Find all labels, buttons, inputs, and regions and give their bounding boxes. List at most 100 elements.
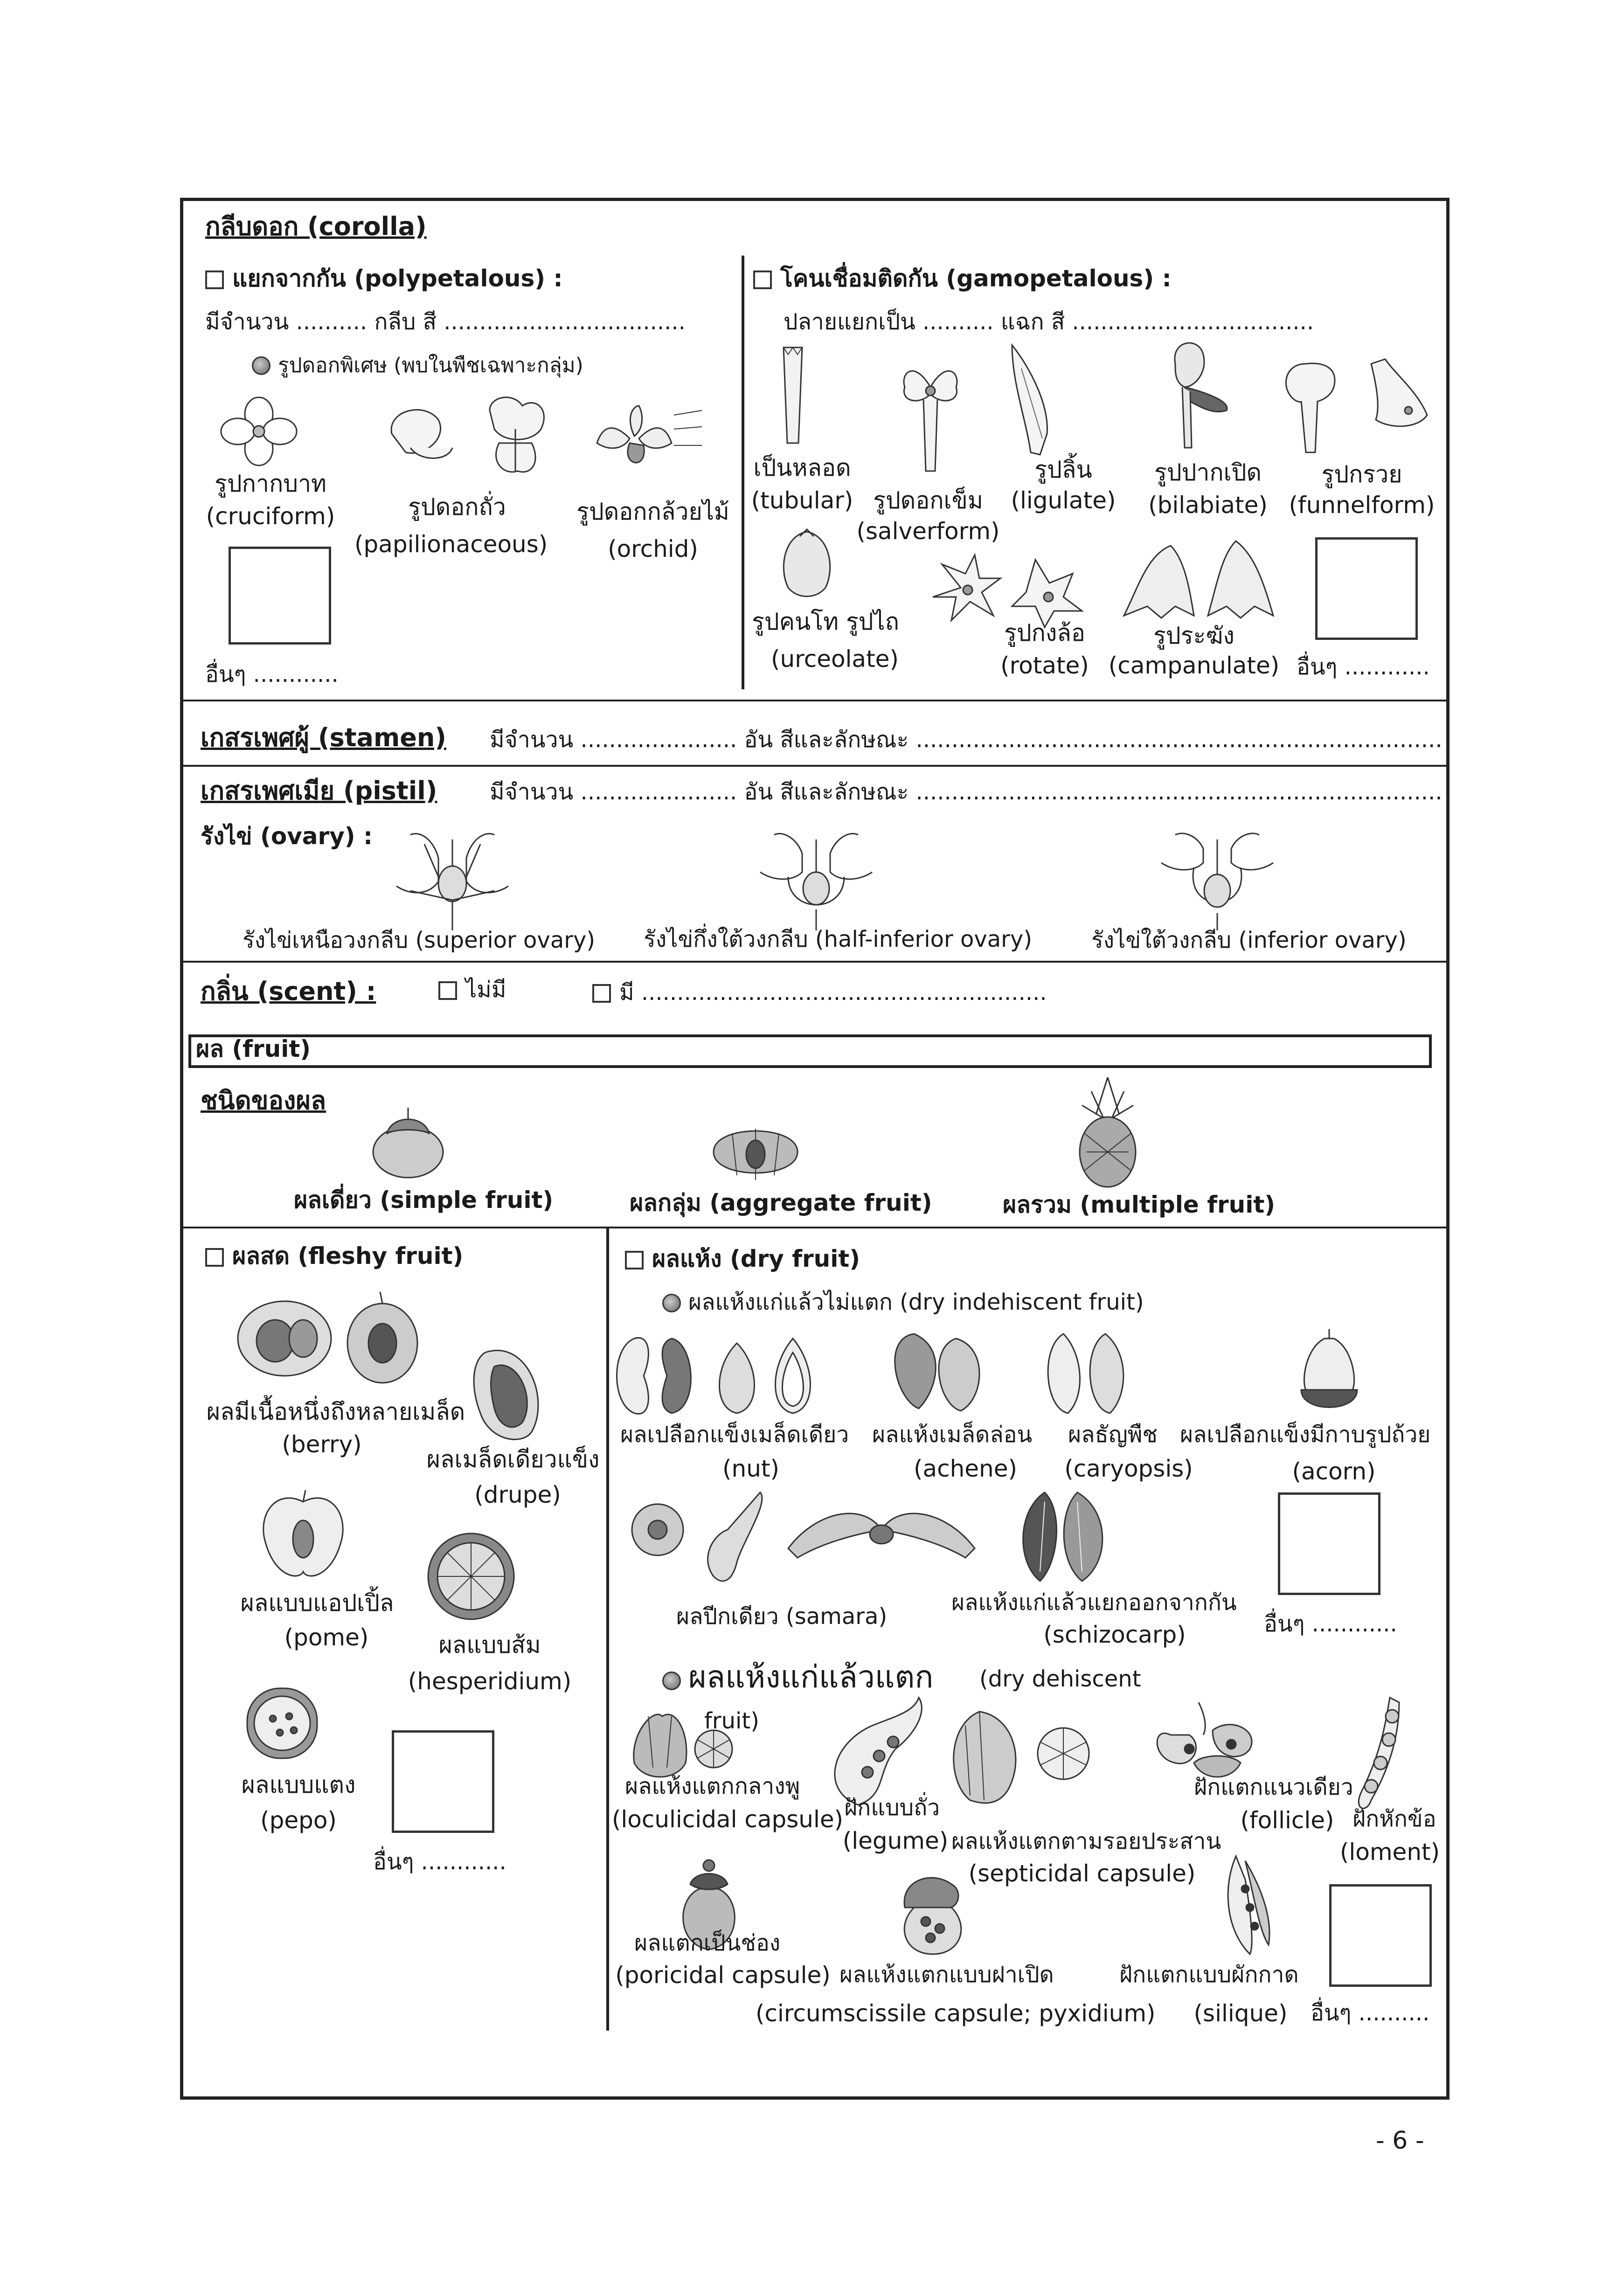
pistil-title: เกสรเพศเมีย (pistil) bbox=[201, 776, 437, 805]
drupe-illustration bbox=[471, 1343, 550, 1446]
aggregate-fruit-illustration bbox=[704, 1110, 807, 1189]
samara-illustration bbox=[620, 1483, 984, 1595]
pome-illustration bbox=[257, 1488, 350, 1581]
pome-label-th: ผลแบบแอปเปิ้ล bbox=[240, 1589, 394, 1616]
superior-ovary-illustration bbox=[392, 825, 513, 933]
indehiscent-other-drawing-box[interactable] bbox=[1278, 1492, 1380, 1595]
fruit-title: ผล (fruit) bbox=[196, 1035, 311, 1062]
rotate-label-en: (rotate) bbox=[1000, 652, 1089, 679]
papilionaceous-label-en: (papilionaceous) bbox=[354, 531, 548, 558]
fleshy-fruit-checkbox[interactable] bbox=[205, 1248, 224, 1267]
dehiscent-fruits-illustration bbox=[625, 1698, 1436, 1819]
indehiscent-other-label: อื่นๆ ............ bbox=[1264, 1611, 1397, 1637]
inferior-ovary-illustration bbox=[1157, 825, 1278, 933]
fleshy-other-drawing-box[interactable] bbox=[392, 1730, 494, 1833]
polypetalous-checkbox[interactable] bbox=[205, 271, 224, 289]
polypetalous-count-line: มีจำนวน .......... กลีบ สี .............… bbox=[205, 309, 686, 335]
divider-line bbox=[183, 1227, 1448, 1228]
inferior-ovary-label: รังไข่ใต้วงกลีบ (inferior ovary) bbox=[1091, 927, 1407, 953]
bullet-icon bbox=[662, 1294, 681, 1312]
silique-label-en: (silique) bbox=[1193, 2000, 1288, 2027]
follicle-label-th: ฝักแตกแนวเดียว bbox=[1194, 1774, 1353, 1800]
poricidal-label-th: ผลแตกเป็นช่อง bbox=[634, 1930, 781, 1956]
dry-fruit-checkbox[interactable] bbox=[625, 1251, 644, 1269]
dry-fruit-heading: ผลแห้ง (dry fruit) bbox=[625, 1246, 860, 1272]
cruciform-label-en: (cruciform) bbox=[206, 503, 335, 530]
stamen-line: มีจำนวน ...................... อัน สีและ… bbox=[490, 727, 1443, 753]
salverform-label-en: (salverform) bbox=[856, 518, 1000, 545]
loculicidal-label-th: ผลแห้งแตกกลางพู bbox=[625, 1773, 800, 1799]
rotate-corolla-illustration bbox=[923, 550, 1087, 630]
hesperidium-label-en: (hesperidium) bbox=[408, 1668, 572, 1695]
dehiscent-other-drawing-box[interactable] bbox=[1329, 1884, 1432, 1987]
caryopsis-label-en: (caryopsis) bbox=[1064, 1455, 1193, 1482]
berry-illustration bbox=[233, 1292, 429, 1385]
campanulate-corolla-illustration bbox=[1119, 536, 1283, 625]
multiple-fruit-illustration bbox=[1068, 1073, 1147, 1189]
corolla-title: กลีบดอก (corolla) bbox=[205, 212, 427, 241]
poly-other-drawing-box[interactable] bbox=[229, 547, 331, 645]
cruciform-label-th: รูปกากบาท bbox=[215, 470, 326, 497]
caryopsis-label-th: ผลธัญพืช bbox=[1068, 1422, 1158, 1448]
simple-fruit-illustration bbox=[368, 1105, 448, 1180]
poly-other-label: อื่นๆ ............ bbox=[205, 661, 339, 687]
ligulate-label-en: (ligulate) bbox=[1011, 487, 1116, 514]
gamo-other-label: อื่นๆ ............ bbox=[1297, 654, 1430, 680]
ligulate-label-th: รูปลิ้น bbox=[1034, 456, 1092, 483]
gamopetalous-heading: โคนเชื่อมติดกัน (gamopetalous) : bbox=[753, 266, 1172, 291]
half-inferior-ovary-label: รังไข่กึ่งใต้วงกลีบ (half-inferior ovary… bbox=[644, 926, 1033, 952]
scent-has-option: มี .....................................… bbox=[592, 980, 1047, 1005]
page-number: - 6 - bbox=[1376, 2127, 1424, 2155]
pepo-label-en: (pepo) bbox=[260, 1807, 337, 1834]
legume-label-en: (legume) bbox=[842, 1827, 949, 1854]
pyxidium-label-th: ผลแห้งแตกแบบฝาเปิด bbox=[839, 1962, 1054, 1988]
salverform-label-th: รูปดอกเข็ม bbox=[873, 487, 983, 514]
gamopetalous-checkbox[interactable] bbox=[753, 271, 772, 289]
polypetalous-heading: แยกจากกัน (polypetalous) : bbox=[205, 266, 562, 291]
stamen-title: เกสรเพศผู้ (stamen) bbox=[201, 723, 446, 752]
pyxidium-label-en: (circumscissile capsule; pyxidium) bbox=[756, 2000, 1156, 2027]
poricidal-label-en: (poricidal capsule) bbox=[615, 1962, 831, 1989]
bilabiate-label-en: (bilabiate) bbox=[1148, 492, 1268, 519]
achene-label-th: ผลแห้งเมล็ดล่อน bbox=[872, 1422, 1033, 1448]
papilionaceous-flower-illustration bbox=[382, 392, 555, 485]
gamo-other-drawing-box[interactable] bbox=[1315, 537, 1418, 640]
indehiscent-heading: ผลแห้งแก่แล้วไม่แตก (dry indehiscent fru… bbox=[662, 1290, 1144, 1315]
fleshy-fruit-heading: ผลสด (fleshy fruit) bbox=[205, 1243, 463, 1269]
dehiscent-heading: ผลแห้งแก่แล้วแตก bbox=[662, 1660, 933, 1694]
ligulate-corolla-illustration bbox=[1003, 340, 1059, 457]
berry-label-th: ผลมีเนื้อหนึ่งถึงหลายเมล็ด bbox=[206, 1398, 465, 1425]
half-inferior-ovary-illustration bbox=[756, 825, 877, 933]
pepo-illustration bbox=[243, 1679, 322, 1763]
schizocarp-label-en: (schizocarp) bbox=[1043, 1621, 1186, 1648]
corolla-divider bbox=[742, 256, 744, 689]
divider-line bbox=[183, 765, 1448, 767]
hesperidium-illustration bbox=[424, 1530, 518, 1623]
fruit-types-heading: ชนิดของผล bbox=[201, 1086, 326, 1115]
fruit-divider bbox=[606, 1228, 609, 2031]
loment-label-th: ฝักหักข้อ bbox=[1352, 1806, 1436, 1832]
scent-none-checkbox[interactable] bbox=[438, 981, 457, 1000]
septicidal-label-th: ผลแห้งแตกตามรอยประสาน bbox=[951, 1828, 1221, 1854]
nut-label-th: ผลเปลือกแข็งเมล็ดเดียว bbox=[620, 1422, 849, 1448]
special-forms-heading: รูปดอกพิเศษ (พบในพืชเฉพาะกลุ่ม) bbox=[252, 354, 583, 377]
tubular-corolla-illustration bbox=[779, 345, 807, 448]
acorn-label-th: ผลเปลือกแข็งมีกาบรูปถ้วย bbox=[1180, 1422, 1431, 1448]
dehiscent-heading-en: (dry dehiscent bbox=[979, 1666, 1141, 1692]
bilabiate-corolla-illustration bbox=[1157, 336, 1236, 452]
campanulate-label-th: รูประฆัง bbox=[1153, 622, 1235, 649]
salverform-corolla-illustration bbox=[895, 354, 965, 476]
tubular-label-th: เป็นหลอด bbox=[753, 454, 851, 481]
papilionaceous-label-th: รูปดอกถั่ว bbox=[408, 493, 506, 520]
dehiscent-other-label: อื่นๆ .......... bbox=[1311, 2000, 1430, 2026]
fruit-heading-box bbox=[188, 1034, 1432, 1068]
silique-label-th: ฝักแตกแบบผักกาด bbox=[1119, 1962, 1299, 1988]
bullet-icon bbox=[252, 356, 270, 375]
scent-has-checkbox[interactable] bbox=[592, 984, 611, 1003]
simple-fruit-label: ผลเดี่ยว (simple fruit) bbox=[294, 1186, 554, 1214]
schizocarp-label-th: ผลแห้งแก่แล้วแยกออกจากกัน bbox=[951, 1589, 1237, 1616]
dehiscent-heading-en-2: fruit) bbox=[704, 1708, 759, 1734]
orchid-flower-illustration bbox=[592, 401, 704, 480]
indehiscent-fruits-illustration bbox=[611, 1329, 1432, 1422]
funnelform-label-en: (funnelform) bbox=[1289, 492, 1435, 519]
